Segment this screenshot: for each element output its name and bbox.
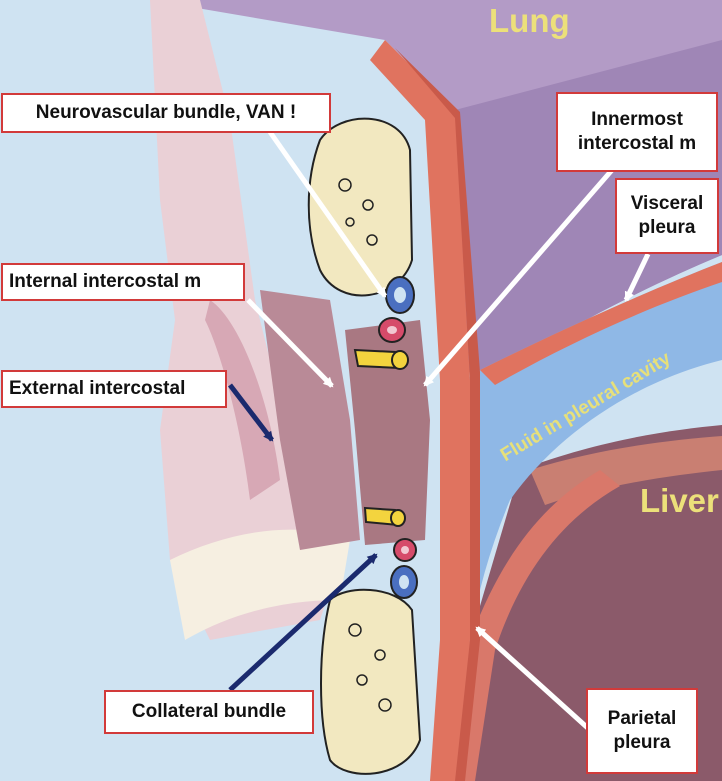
- callout-parietal-line2: pleura: [613, 732, 671, 753]
- callout-external-intercostal: External intercostal: [1, 370, 227, 408]
- callout-parietal-line1: Parietal: [607, 708, 677, 729]
- callout-external-text: External intercostal: [9, 378, 186, 399]
- callout-visceral-line2: pleura: [638, 217, 696, 238]
- neurovascular-bundle-main: [353, 276, 415, 370]
- liver-label: Liver: [640, 482, 719, 519]
- internal-intercostal-muscle: [260, 290, 360, 550]
- innermost-intercostal-muscle: [345, 320, 430, 545]
- callout-visceral-pleura: Visceral pleura: [615, 178, 719, 254]
- innermost-pointer-arrow: [423, 168, 614, 387]
- callout-visceral-line1: Visceral: [630, 193, 704, 214]
- callout-innermost-intercostal: Innermost intercostal m: [556, 92, 718, 172]
- callout-collateral-text: Collateral bundle: [131, 701, 287, 722]
- callout-neurovascular-bundle: Neurovascular bundle, VAN !: [1, 93, 331, 133]
- skin-fold: [170, 529, 350, 640]
- collateral-pointer-arrow: [228, 553, 378, 692]
- lung-label: Lung: [489, 2, 570, 39]
- callout-internal-text: Internal intercostal m: [9, 271, 202, 292]
- parietal-pointer-arrow: [475, 626, 592, 732]
- diaphragm: [440, 470, 620, 781]
- callout-parietal-pleura: Parietal pleura: [586, 688, 698, 774]
- internal-intercostal-pointer-arrow: [246, 298, 334, 388]
- upper-rib: [307, 117, 414, 297]
- callout-internal-intercostal: Internal intercostal m: [1, 263, 245, 301]
- visceral-pointer-arrow: [623, 252, 651, 302]
- callout-innermost-line2: intercostal m: [577, 133, 697, 154]
- lower-rib: [320, 588, 422, 775]
- callout-collateral-bundle: Collateral bundle: [104, 690, 314, 734]
- parietal-pleura-band: [370, 40, 470, 781]
- collateral-bundle: [363, 506, 418, 599]
- visceral-pleura-layer: [480, 262, 722, 385]
- pleura-edge: [395, 48, 480, 781]
- external-intercostal-pointer-arrow: [228, 383, 274, 442]
- callout-neurovascular-text: Neurovascular bundle, VAN !: [35, 102, 297, 123]
- callout-innermost-line1: Innermost: [591, 109, 683, 130]
- neurovascular-pointer-arrow: [267, 130, 388, 298]
